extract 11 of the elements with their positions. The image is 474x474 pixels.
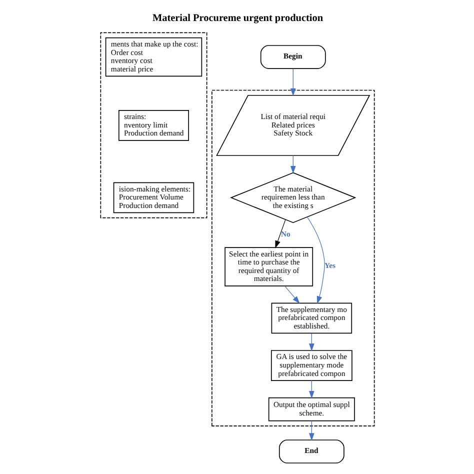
- cluster: [211, 90, 374, 426]
- cluster: [100, 32, 207, 218]
- arrow: [284, 286, 300, 304]
- arrow: [308, 420, 314, 441]
- arrow: [290, 155, 296, 174]
- arrow: [290, 68, 296, 96]
- arrow: [274, 219, 286, 248]
- diagram-title: Material Procureme urgent production: [152, 13, 323, 24]
- arrow: [306, 216, 324, 304]
- arrow: [308, 333, 314, 352]
- arrow: [308, 380, 314, 399]
